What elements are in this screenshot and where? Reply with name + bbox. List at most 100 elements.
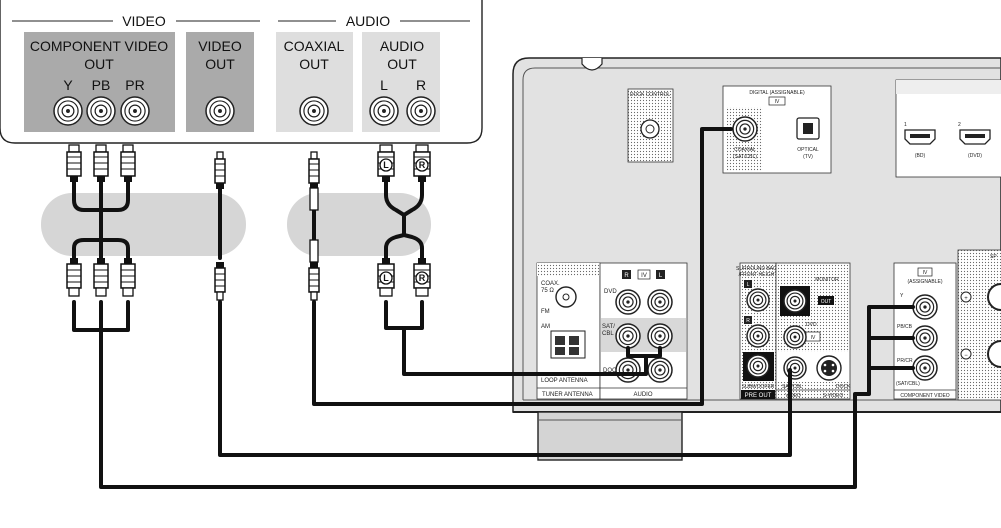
pre-out-label: PRE OUT [745, 393, 772, 399]
component-pr-plug-bottom [120, 258, 136, 297]
fm-label: FM [541, 309, 550, 315]
component-in-y-jack [912, 294, 938, 320]
coaxial-out-jack [299, 96, 329, 126]
audio-cable [402, 326, 662, 376]
component-in-pb-label: PB/CB [897, 324, 913, 330]
audio-l-plug-top: L [377, 144, 395, 182]
component-y-plug-bottom [66, 258, 82, 297]
video-footer-label: VIDEO [785, 393, 801, 399]
component-video-out-title: OUT [84, 56, 114, 72]
subwoofer-out-jack [746, 354, 770, 378]
hdmi-1-number: 1 [904, 122, 907, 128]
audio-group-header: AUDIO [346, 13, 390, 29]
component-pb-plug-bottom [93, 258, 109, 297]
loop-antenna-label: LOOP ANTENNA [541, 378, 588, 384]
front-height-label: /FRONT HEIGHT [739, 272, 778, 278]
pre-out-l-badge: L [747, 282, 750, 288]
coaxial-plug-bottom [308, 262, 320, 301]
cables [72, 127, 915, 489]
video-dvd-label: DVD [806, 322, 817, 328]
component-video-cable [99, 300, 915, 489]
audio-dock-label: DOCK [603, 368, 620, 374]
component-pr-jack [120, 96, 150, 126]
audio-sat-r-jack [615, 323, 641, 349]
component-in-y-label: Y [900, 293, 904, 299]
monitor-out-badge: OUT [821, 299, 832, 305]
source-device-panel: VIDEO AUDIO COMPONENT VIDEO OUT Y PB PR … [0, 0, 483, 144]
optical-input-sub: (TV) [803, 154, 813, 160]
hdmi-1-label: (BD) [915, 153, 926, 159]
audio-r-plug-top: R [413, 144, 431, 182]
audio-l-plug-bottom-marker: L [383, 273, 389, 283]
hdmi-panel [895, 79, 1001, 178]
svg-text:−: − [964, 353, 968, 359]
audio-panel-iv-badge: IV [641, 273, 647, 279]
audio-cable-zone [287, 193, 431, 256]
audio-dock-l-jack [647, 357, 673, 383]
audio-plug-tie [384, 300, 424, 330]
audio-lower-tie [384, 233, 424, 260]
audio-l-plug-top-marker: L [383, 160, 389, 170]
am-label: AM [541, 324, 550, 330]
speaker-panel-label: SP [990, 254, 997, 260]
video-plug-top [214, 151, 226, 189]
video-plug-bottom [214, 262, 226, 301]
video-iv-badge: IV [811, 335, 816, 341]
coaxial-digital-input-jack [732, 116, 758, 142]
audio-r-label: R [416, 77, 426, 93]
hdmi-2-number: 2 [958, 122, 961, 128]
coaxial-input-label: COAXIAL [734, 147, 756, 153]
tuner-antenna-label: TUNER ANTENNA [542, 392, 593, 398]
component-lower-tie [72, 238, 130, 260]
optical-input-label: OPTICAL [797, 147, 819, 153]
audio-dock-r-jack [615, 357, 641, 383]
component-video-footer: COMPONENT VIDEO [900, 393, 949, 399]
video-cable-zone [41, 193, 246, 256]
component-y-label: Y [63, 77, 73, 93]
video-sat-label: SAT/CBL [782, 384, 803, 390]
audio-l-jack [369, 96, 399, 126]
video-dock-label: DOCK [836, 384, 851, 390]
speaker-panel [957, 249, 1001, 401]
audio-sat-label-1: SAT/ [602, 324, 615, 330]
video-cable [218, 300, 792, 457]
component-iv-badge: IV [923, 270, 928, 276]
audio-l-plug-bottom: L [377, 258, 395, 297]
coaxial-plug-top [308, 151, 320, 189]
video-out-title: VIDEO [198, 38, 242, 54]
audio-l-label: L [380, 77, 388, 93]
audio-panel-footer: AUDIO [633, 392, 652, 398]
pre-out-sb-r-jack [746, 324, 770, 348]
monitor-out-jack [783, 289, 807, 313]
audio-r-plug-top-marker: R [419, 160, 426, 170]
video-out-jack [205, 96, 235, 126]
audio-dvd-r-jack [615, 289, 641, 315]
audio-r-plug-bottom: R [413, 258, 431, 297]
video-group-header: VIDEO [122, 13, 166, 29]
component-in-pb-jack [912, 325, 938, 351]
source-jacks [53, 96, 436, 126]
monitor-label: MONITOR [815, 277, 839, 283]
coaxial-input-sub: (SAT/CBL) [733, 154, 757, 160]
digital-iv-badge: IV [775, 99, 780, 105]
audio-out-subtitle: OUT [387, 56, 417, 72]
audio-dvd-l-jack [647, 289, 673, 315]
component-pr-label: PR [125, 77, 144, 93]
coax-ohm-label: 75 Ω [541, 288, 554, 294]
component-pb-label: PB [92, 77, 111, 93]
component-assignable-label: (ASSIGNABLE) [907, 279, 942, 285]
component-pb-plug-top [93, 144, 109, 182]
component-in-sat-label: (SAT/CBL) [896, 381, 920, 387]
component-y-jack [53, 96, 83, 126]
surround-back-label: SURROUND BACK [736, 266, 781, 272]
dock-control-label: DOCK CONTROL [630, 92, 671, 98]
plugs: L R L R [66, 144, 431, 301]
component-pr-plug-top [120, 144, 136, 182]
audio-sat-l-jack [647, 323, 673, 349]
coaxial-cable [312, 127, 733, 406]
coaxial-cable-ferrite [309, 187, 319, 263]
component-in-pr-label: PR/CR [897, 358, 913, 364]
pre-out-r-badge: R [746, 318, 750, 324]
